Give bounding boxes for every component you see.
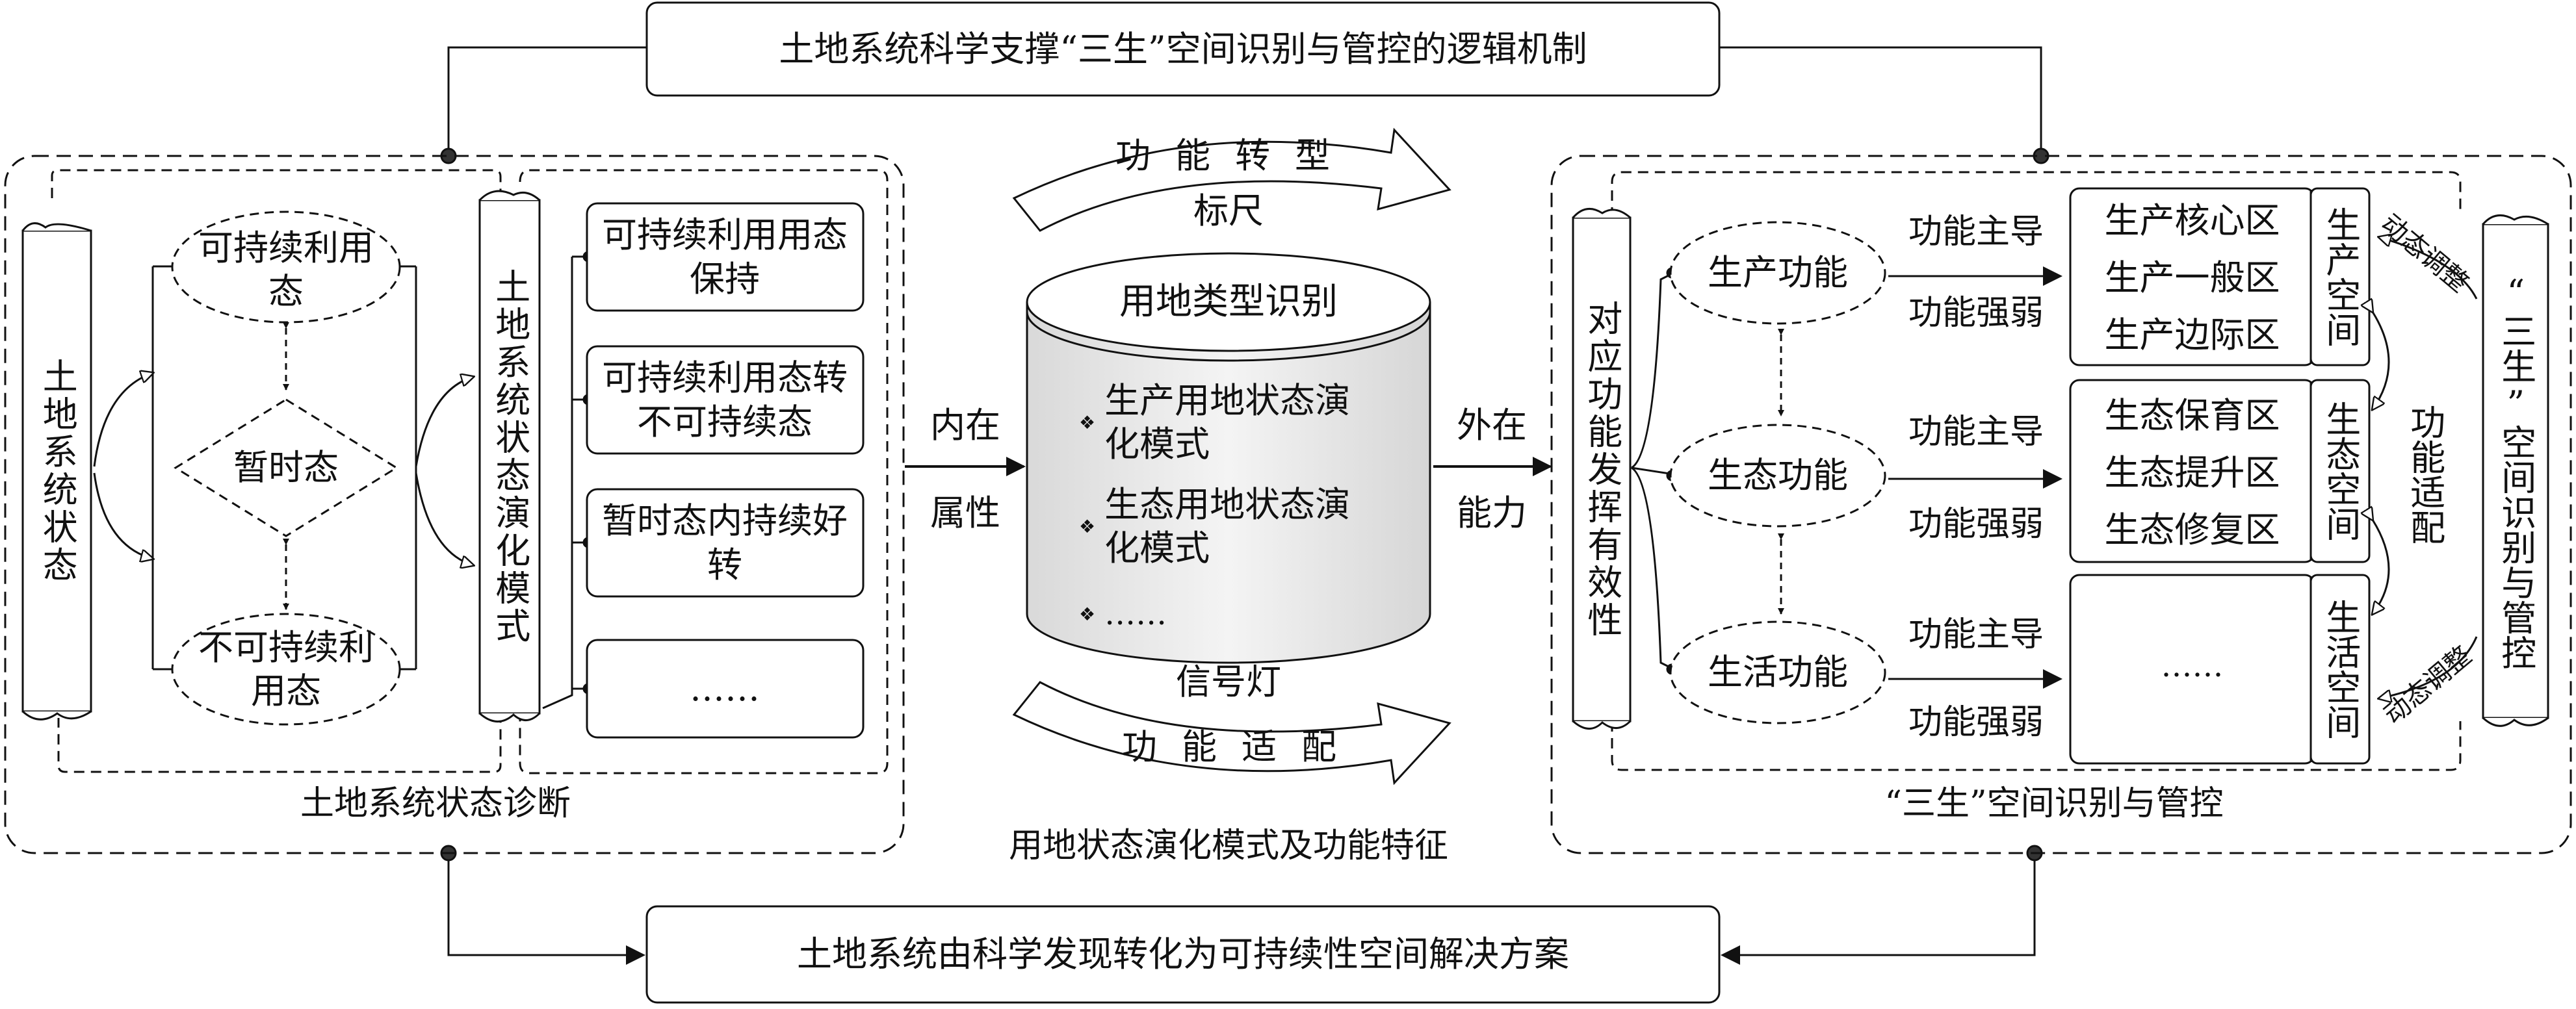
outcome-box-2 [586,345,865,455]
zone-production-general: 生产一般区 [2104,257,2280,299]
state-temporary-label: 暂时态 [233,447,339,489]
arrow-top-label-2: 功能主导 [1908,413,2044,452]
control-label: “三生”空间识别与管控 [2495,272,2536,670]
system-state-scroll [21,229,92,713]
arrow-bottom-label-1: 功能强弱 [1908,294,2044,333]
outcome-3: 暂时态内持续好转 [602,500,848,585]
footer: 土地系统由科学发现转化为可持续性空间解决方案 [797,934,1569,975]
title-right-connector [1719,46,2042,156]
top-arrow-sub: 标尺 [1193,190,1264,232]
outcome-box-1 [586,202,865,312]
outcome-2: 可持续利用态转不可持续态 [602,357,848,442]
bullet-symbol: ❖ [1079,603,1096,625]
right-inner-frame [1611,171,2462,218]
outcome-bracket [542,257,573,709]
space-living: 生活空间 [2319,599,2361,739]
function-living [1669,620,1886,724]
footer-box [645,905,1721,1004]
right-section-frame [1550,155,2572,854]
zone-ecology-improvement: 生态提升区 [2104,452,2280,494]
evolution-mode-scroll [478,199,541,715]
state-sustainable-label: 可持续利用态 [198,227,374,313]
control-scroll [2482,223,2549,719]
arrow-bottom-label-2: 功能强弱 [1908,505,2044,544]
bullet-symbol: ❖ [1079,515,1096,537]
cylinder-item-2: ❖ 生态用地状态演化模式 [1079,478,1391,575]
outcome-box-3 [586,488,865,598]
arrow-bottom-label-3: 功能强弱 [1908,703,2044,742]
left-section-frame [4,155,905,854]
title: 土地系统科学支撑“三生”空间识别与管控的逻辑机制 [779,28,1587,70]
bottom-band-arrow [1012,681,1451,785]
cylinder-item-1: ❖ 生产用地状态演化模式 [1079,374,1391,471]
bottom-arrow-label: 功能适配 [1122,726,1361,768]
bullet-symbol: ❖ [1079,411,1096,433]
outcome-4: …… [690,668,760,709]
dynamic-adjust-bottom: 动态调整 [2378,640,2478,731]
zone-ecology-restoration: 生态修复区 [2104,509,2280,551]
cylinder-item-1-text: 生产用地状态演化模式 [1104,379,1351,465]
function-adapt: 功能适配 [2404,404,2445,544]
cylinder-item-3-text: …… [1104,596,1167,632]
title-box [645,1,1721,97]
top-arrow-label: 功能转型 [1115,135,1355,177]
title-left-connector [447,46,647,156]
function-ecology-label: 生态功能 [1708,455,1848,496]
function-ecology [1669,424,1886,528]
arrow-top-label-3: 功能主导 [1908,615,2044,654]
zone-ecology-conservation: 生态保育区 [2104,395,2280,437]
outcome-1: 可持续利用用态保持 [602,214,848,300]
function-production-label: 生产功能 [1708,252,1848,294]
state-unsustainable [171,613,401,726]
left-arrow-top: 内在 [930,405,1000,446]
space-ecology: 生态空间 [2319,401,2361,541]
left-inner-frame-a [51,169,502,773]
top-band-arrow [1012,127,1451,232]
right-arrow-top: 外在 [1457,405,1527,446]
evolution-mode-label: 土地系统状态演化模式 [489,268,530,645]
functional-effect-label: 对应功能发挥有效性 [1581,300,1622,639]
outcome-box-4 [586,639,865,739]
cylinder-title: 用地类型识别 [1119,281,1338,323]
right-arrow-bottom: 能力 [1457,492,1527,534]
system-state-label: 土地系统状态 [36,358,78,584]
cylinder-item-3: ❖ …… [1079,594,1391,633]
zone-production-core: 生产核心区 [2104,200,2280,242]
cylinder-top [1026,252,1431,352]
function-production [1669,221,1886,325]
left-arrow-bottom: 属性 [930,492,1000,534]
function-living-label: 生活功能 [1708,652,1848,693]
zone-production-marginal: 生产边际区 [2104,314,2280,356]
left-inner-frame-b [519,169,889,774]
right-section-label: “三生”空间识别与管控 [1884,784,2224,823]
zone-living-ellipsis: …… [2161,648,2224,684]
footer-left-connector [447,853,645,965]
left-section-label: 土地系统状态诊断 [300,784,571,823]
footer-right-connector [1721,853,2036,965]
arrow-top-label-1: 功能主导 [1908,212,2044,251]
bottom-arrow-sub: 信号灯 [1176,661,1281,703]
dynamic-adjust-top: 动态调整 [2374,208,2475,299]
cylinder-item-2-text: 生态用地状态演化模式 [1104,483,1351,569]
state-unsustainable-label: 不可持续利用态 [198,626,374,712]
state-temporary [174,398,398,537]
center-section-label: 用地状态演化模式及功能特征 [1008,826,1448,865]
space-production: 生产空间 [2319,207,2361,347]
cylinder-body [1026,302,1431,664]
